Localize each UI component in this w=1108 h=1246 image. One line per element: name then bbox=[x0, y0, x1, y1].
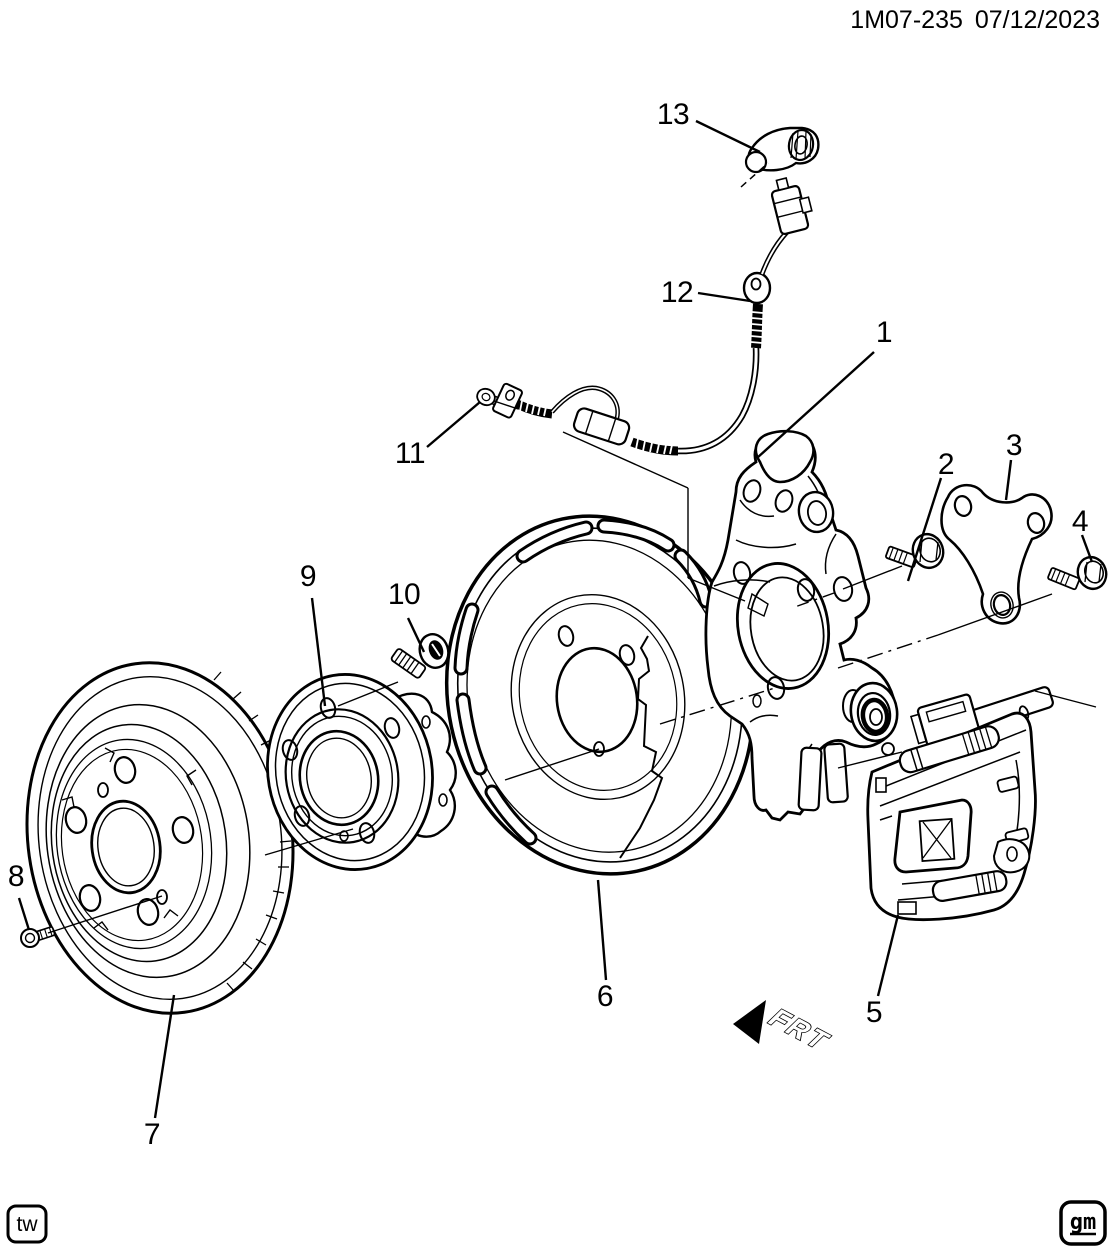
alignment-lines bbox=[47, 400, 1097, 934]
callout-label-2: 2 bbox=[938, 448, 954, 481]
callout-leader-10 bbox=[406, 617, 426, 653]
callout-label-5: 5 bbox=[866, 996, 882, 1029]
part-1-knuckle bbox=[704, 429, 899, 822]
part-6-splash-shield bbox=[444, 514, 756, 876]
part-9-hub-bearing bbox=[266, 673, 457, 871]
callout-leader-6 bbox=[596, 879, 608, 981]
callout-leader-8 bbox=[17, 897, 31, 931]
callout-leaders bbox=[17, 119, 1094, 1119]
frt-arrow-icon bbox=[733, 1000, 766, 1044]
part-8-screw bbox=[20, 926, 56, 948]
part-3-cover-plate bbox=[940, 483, 1053, 625]
callout-labels: 1 2 3 4 5 6 7 8 9 10 11 12 13 bbox=[8, 98, 1089, 1151]
part-12-abs-sensor-harness bbox=[492, 177, 813, 456]
frt-label: FRT bbox=[762, 1004, 839, 1055]
callout-label-7: 7 bbox=[144, 1118, 160, 1151]
callout-leader-1 bbox=[756, 351, 875, 459]
part-13-retainer-clip bbox=[740, 126, 820, 188]
callout-label-12: 12 bbox=[661, 276, 693, 309]
callout-leader-11 bbox=[426, 401, 481, 448]
callout-label-6: 6 bbox=[597, 980, 613, 1013]
callout-leader-3 bbox=[1004, 459, 1013, 501]
part-7-brake-rotor bbox=[25, 661, 295, 1015]
callout-leader-9 bbox=[310, 597, 327, 707]
callout-leader-7 bbox=[153, 994, 176, 1119]
callout-label-13: 13 bbox=[657, 98, 689, 131]
callout-label-8: 8 bbox=[8, 860, 24, 893]
callout-label-11: 11 bbox=[395, 437, 425, 470]
doc-date: 07/12/2023 bbox=[975, 6, 1100, 34]
part-10-bolt bbox=[390, 633, 450, 679]
callout-leader-5 bbox=[876, 914, 900, 997]
callout-leader-2 bbox=[906, 477, 943, 582]
part-2-bolt bbox=[885, 532, 945, 570]
tw-badge-label: tw bbox=[17, 1213, 39, 1236]
callout-leader-4 bbox=[1080, 534, 1094, 563]
part-5-caliper bbox=[866, 686, 1054, 921]
callout-label-9: 9 bbox=[300, 560, 316, 593]
callout-label-1: 1 bbox=[876, 316, 892, 349]
gm-badge-label: gm bbox=[1070, 1210, 1097, 1235]
frt-direction-indicator: FRT bbox=[733, 1000, 839, 1056]
callout-label-3: 3 bbox=[1006, 429, 1022, 462]
footer-right-badge-gm-logo: gm bbox=[1059, 1200, 1107, 1246]
footer-left-badge: tw bbox=[6, 1204, 48, 1244]
callout-label-4: 4 bbox=[1072, 505, 1088, 538]
callout-leader-12 bbox=[697, 291, 751, 303]
doc-number: 1M07-235 bbox=[850, 6, 963, 34]
callout-leader-13 bbox=[695, 119, 761, 154]
part-4-bolt bbox=[1047, 555, 1108, 591]
drawing-header: 1M07-235 07/12/2023 bbox=[850, 6, 1100, 34]
clip-attach-dash-line bbox=[740, 162, 769, 188]
callout-label-10: 10 bbox=[388, 578, 420, 611]
